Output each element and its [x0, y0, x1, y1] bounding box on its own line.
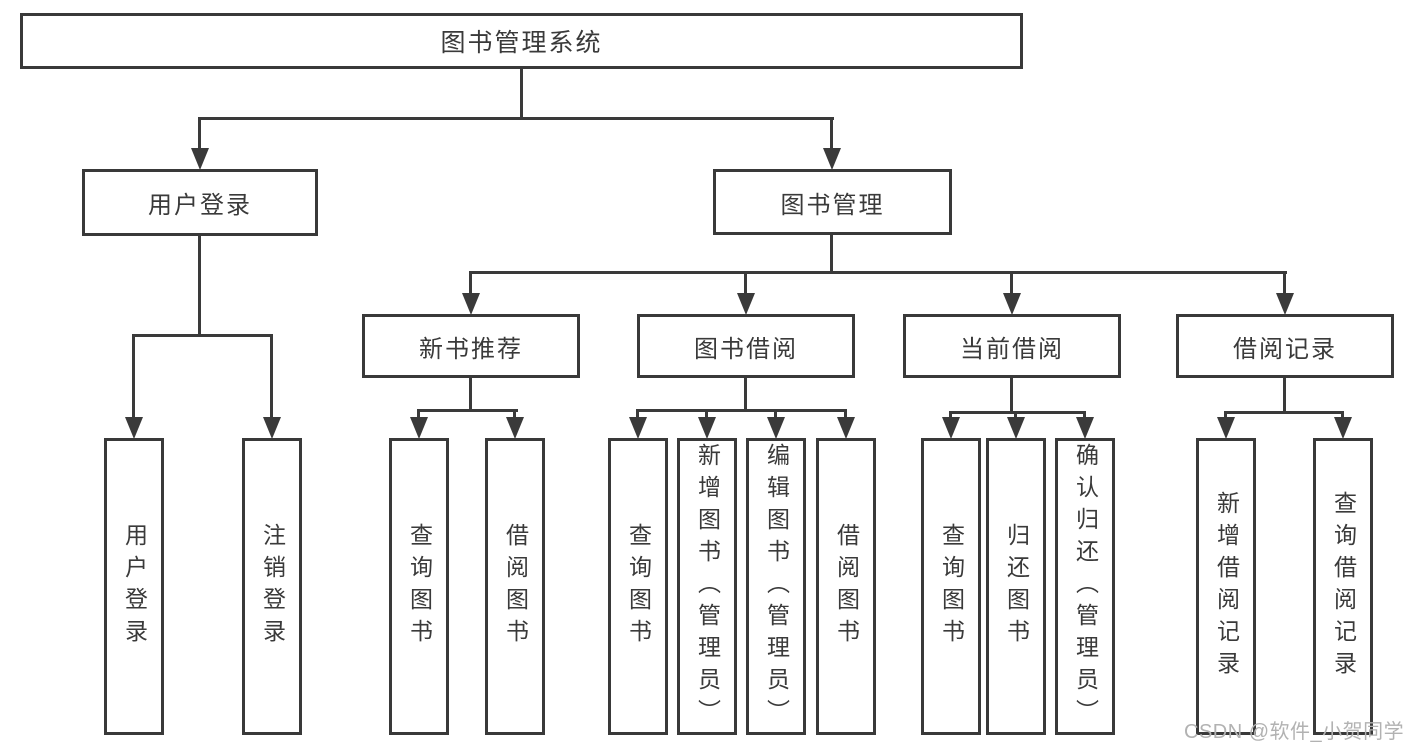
leaf-confirm-return-admin: 确认归还（管理员） [1055, 438, 1115, 735]
arrowhead-confirm-return [1076, 417, 1094, 439]
connector-drop-return-books [1014, 411, 1017, 419]
node-current-borrowing: 当前借阅 [903, 314, 1121, 378]
connector-root-splitter [198, 117, 834, 120]
connector-drop-new-book-recommend [469, 271, 472, 295]
connector-drop-edit-books [774, 409, 777, 419]
connector-drop-book-management [830, 117, 833, 150]
connector-records-splitter [1224, 411, 1344, 414]
connector-current-stem [1010, 378, 1013, 413]
arrowhead-borrow-books-recommend [506, 417, 524, 439]
leaf-edit-books-admin: 编辑图书（管理员） [746, 438, 806, 735]
leaf-add-books-admin-label: 新增图书（管理员） [694, 442, 721, 731]
leaf-edit-books-admin-label: 编辑图书（管理员） [763, 442, 790, 731]
connector-records-stem [1283, 378, 1286, 413]
connector-user-login-stem [198, 236, 201, 337]
leaf-logout: 注销登录 [242, 438, 302, 735]
connector-book-management-splitter [469, 271, 1287, 274]
connector-recommend-splitter [417, 409, 518, 412]
leaf-query-books-current: 查询图书 [921, 438, 981, 735]
connector-drop-book-borrowing [744, 271, 747, 295]
connector-drop-add-borrow-record [1224, 411, 1227, 419]
node-new-book-recommend-label: 新书推荐 [419, 335, 523, 363]
arrowhead-query-books-current [942, 417, 960, 439]
arrowhead-query-books-borrowing [629, 417, 647, 439]
connector-borrowing-splitter [636, 409, 847, 412]
connector-drop-query-borrow-record [1341, 411, 1344, 419]
leaf-add-borrow-record: 新增借阅记录 [1196, 438, 1256, 735]
connector-drop-query-books-recommend [417, 409, 420, 419]
leaf-confirm-return-admin-label: 确认归还（管理员） [1072, 442, 1099, 731]
leaf-query-books-borrowing-label: 查询图书 [625, 522, 652, 651]
node-book-management: 图书管理 [713, 169, 952, 235]
connector-drop-query-books-borrowing [636, 409, 639, 419]
arrowhead-leaf-logout [263, 417, 281, 439]
connector-drop-query-books-current [949, 411, 952, 419]
node-borrowing-records: 借阅记录 [1176, 314, 1394, 378]
node-borrowing-records-label: 借阅记录 [1233, 335, 1337, 363]
node-book-borrowing-label: 图书借阅 [694, 335, 798, 363]
arrowhead-book-management [823, 148, 841, 170]
arrowhead-query-borrow-record [1334, 417, 1352, 439]
arrowhead-add-books [698, 417, 716, 439]
node-new-book-recommend: 新书推荐 [362, 314, 580, 378]
leaf-return-books-label: 归还图书 [1003, 522, 1030, 651]
arrowhead-return-books [1007, 417, 1025, 439]
leaf-query-books-recommend-label: 查询图书 [406, 522, 433, 651]
connector-drop-leaf-user-login [132, 334, 135, 419]
arrowhead-book-borrowing [737, 293, 755, 315]
arrowhead-current-borrowing [1003, 293, 1021, 315]
arrowhead-user-login [191, 148, 209, 170]
node-root-system: 图书管理系统 [20, 13, 1023, 69]
connector-borrowing-stem [744, 378, 747, 411]
node-book-borrowing: 图书借阅 [637, 314, 855, 378]
arrowhead-borrow-books-borrowing [837, 417, 855, 439]
connector-book-management-stem [830, 235, 833, 273]
connector-drop-user-login [198, 117, 201, 150]
leaf-borrow-books-recommend-label: 借阅图书 [502, 522, 529, 651]
leaf-user-login-label: 用户登录 [121, 522, 148, 651]
connector-drop-borrowing-records [1283, 271, 1286, 295]
connector-drop-borrow-books-recommend [513, 409, 516, 419]
leaf-return-books: 归还图书 [986, 438, 1046, 735]
node-root-system-label: 图书管理系统 [440, 29, 603, 57]
arrowhead-add-borrow-record [1217, 417, 1235, 439]
connector-current-splitter [949, 411, 1086, 414]
leaf-query-borrow-record: 查询借阅记录 [1313, 438, 1373, 735]
leaf-borrow-books-recommend: 借阅图书 [485, 438, 545, 735]
leaf-borrow-books-borrowing: 借阅图书 [816, 438, 876, 735]
leaf-add-books-admin: 新增图书（管理员） [677, 438, 737, 735]
leaf-logout-label: 注销登录 [259, 522, 286, 651]
leaf-add-borrow-record-label: 新增借阅记录 [1213, 490, 1240, 683]
node-book-management-label: 图书管理 [780, 191, 885, 219]
connector-drop-current-borrowing [1010, 271, 1013, 295]
connector-drop-borrow-books-borrowing [844, 409, 847, 419]
connector-drop-confirm-return [1083, 411, 1086, 419]
arrowhead-borrowing-records [1276, 293, 1294, 315]
connector-user-login-splitter [132, 334, 273, 337]
leaf-borrow-books-borrowing-label: 借阅图书 [833, 522, 860, 651]
connector-root-stem [520, 69, 523, 119]
leaf-query-books-borrowing: 查询图书 [608, 438, 668, 735]
leaf-user-login: 用户登录 [104, 438, 164, 735]
arrowhead-edit-books [767, 417, 785, 439]
leaf-query-books-current-label: 查询图书 [938, 522, 965, 651]
node-current-borrowing-label: 当前借阅 [960, 335, 1064, 363]
connector-drop-add-books [705, 409, 708, 419]
node-user-login: 用户登录 [82, 169, 318, 236]
csdn-watermark: CSDN @软件_小贺同学 [1184, 721, 1405, 743]
arrowhead-query-books-recommend [410, 417, 428, 439]
connector-drop-leaf-logout [270, 334, 273, 419]
arrowhead-new-book-recommend [462, 293, 480, 315]
arrowhead-leaf-user-login [125, 417, 143, 439]
leaf-query-books-recommend: 查询图书 [389, 438, 449, 735]
connector-recommend-stem [469, 378, 472, 411]
node-user-login-label: 用户登录 [148, 192, 252, 219]
leaf-query-borrow-record-label: 查询借阅记录 [1330, 490, 1357, 683]
